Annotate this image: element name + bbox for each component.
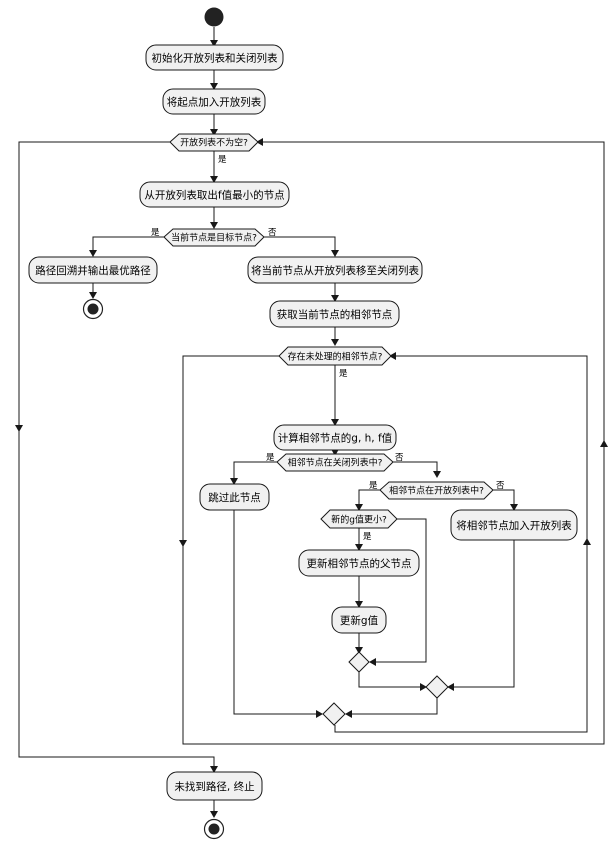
decision-g-smaller: 新的g值更小? [320,509,398,529]
action-compute: 计算相邻节点的g, h, f值 [273,424,397,451]
action-update-parent: 更新相邻节点的父节点 [298,549,420,577]
svg-text:未找到路径, 终止: 未找到路径, 终止 [174,780,254,793]
label-no-in-open: 否 [496,481,505,491]
decision-in-open: 相邻节点在开放列表中? [379,481,494,500]
decision-has-unprocessed: 存在未处理的相邻节点? [278,346,392,366]
action-update-g: 更新g值 [331,606,387,634]
svg-text:初始化开放列表和关闭列表: 初始化开放列表和关闭列表 [152,52,278,65]
action-init: 初始化开放列表和关闭列表 [145,44,284,71]
label-yes-in-open: 是 [369,481,378,491]
merge-diamond-g [348,651,370,673]
svg-text:将相邻节点加入开放列表: 将相邻节点加入开放列表 [456,519,572,532]
start-node [204,7,224,27]
decision-in-closed: 相邻节点在关闭列表中? [276,453,394,472]
label-no-is-target: 否 [268,228,277,238]
svg-text:计算相邻节点的g, h, f值: 计算相邻节点的g, h, f值 [278,432,393,445]
svg-text:新的g值更小?: 新的g值更小? [331,514,387,526]
svg-text:当前节点是目标节点?: 当前节点是目标节点? [171,232,257,244]
svg-text:将起点加入开放列表: 将起点加入开放列表 [167,96,262,109]
action-skip: 跳过此节点 [199,483,270,511]
action-move-to-closed: 将当前节点从开放列表移至关闭列表 [247,256,423,284]
svg-text:更新相邻节点的父节点: 更新相邻节点的父节点 [307,557,412,570]
label-yes-g-smaller: 是 [363,532,372,542]
decision-open-not-empty: 开放列表不为空? [169,133,259,152]
connectors [15,27,608,818]
merge-diamond-open [425,675,449,699]
label-yes-in-closed: 是 [266,453,275,463]
label-yes-open-not-empty: 是 [218,155,227,165]
decision-is-target: 当前节点是目标节点? [163,228,265,247]
svg-text:更新g值: 更新g值 [340,614,379,627]
action-add-start: 将起点加入开放列表 [162,88,266,115]
svg-text:从开放列表取出f值最小的节点: 从开放列表取出f值最小的节点 [144,189,284,202]
svg-text:获取当前节点的相邻节点: 获取当前节点的相邻节点 [277,308,393,321]
label-no-in-closed: 否 [395,453,404,463]
label-yes-is-target: 是 [151,228,160,238]
svg-text:将当前节点从开放列表移至关闭列表: 将当前节点从开放列表移至关闭列表 [251,264,419,277]
action-get-neighbors: 获取当前节点的相邻节点 [269,300,400,328]
end-node-success [82,298,104,320]
label-yes-has-unprocessed: 是 [339,369,348,379]
action-backtrack: 路径回溯并输出最优路径 [28,256,158,284]
action-not-found: 未找到路径, 终止 [166,771,263,801]
merge-diamond-closed [322,702,346,726]
action-take-min: 从开放列表取出f值最小的节点 [139,181,290,208]
svg-text:开放列表不为空?: 开放列表不为空? [180,137,248,149]
svg-text:跳过此节点: 跳过此节点 [208,491,261,504]
action-add-neighbor-open: 将相邻节点加入开放列表 [450,509,578,541]
svg-text:相邻节点在关闭列表中?: 相邻节点在关闭列表中? [288,457,383,469]
end-node-failure [203,818,225,840]
svg-text:存在未处理的相邻节点?: 存在未处理的相邻节点? [288,351,383,363]
svg-text:路径回溯并输出最优路径: 路径回溯并输出最优路径 [35,264,151,277]
svg-text:相邻节点在开放列表中?: 相邻节点在开放列表中? [389,485,484,497]
